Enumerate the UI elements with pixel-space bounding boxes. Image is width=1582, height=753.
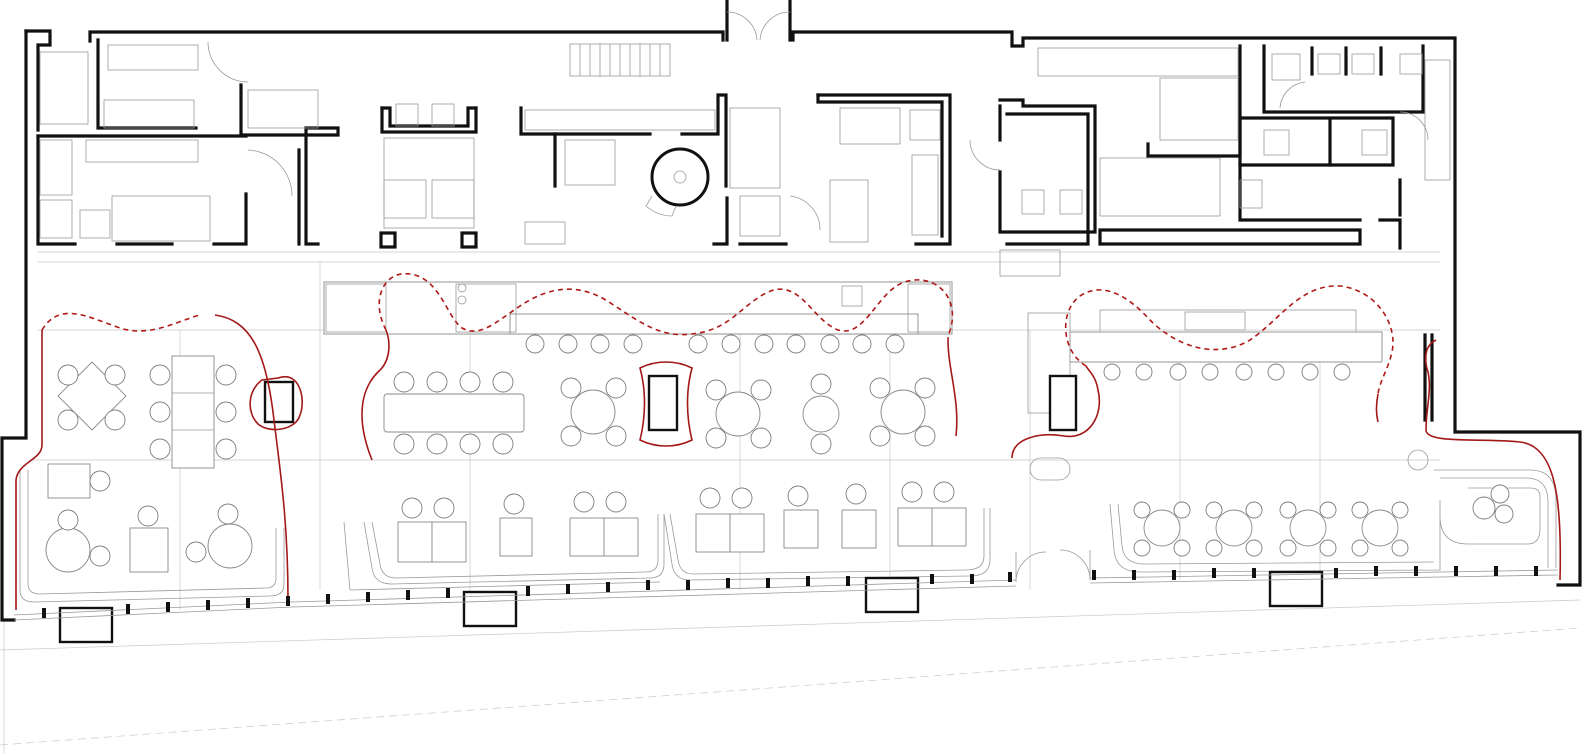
central-long-table xyxy=(383,371,525,455)
round-table-1 xyxy=(560,377,627,447)
main-entry-door xyxy=(725,0,792,42)
interior-columns xyxy=(263,374,1078,432)
round-table-3 xyxy=(802,373,840,455)
left-dining-zone xyxy=(19,355,285,603)
kitchen-walls xyxy=(36,38,952,249)
banquette-right xyxy=(1029,449,1557,573)
right-service-walls xyxy=(998,44,1425,250)
facade-door xyxy=(1015,549,1091,583)
round-pillar-room xyxy=(645,147,710,217)
exterior-walls xyxy=(0,29,1582,622)
bar-stools-main xyxy=(525,334,905,354)
kitchen-equipment xyxy=(39,41,1451,245)
right-bar-counter xyxy=(999,249,1383,414)
facade-mullions xyxy=(42,566,1538,618)
round-table-4 xyxy=(869,377,936,447)
facade-columns xyxy=(13,569,1559,644)
round-table-2 xyxy=(705,379,772,449)
bar-stools-right xyxy=(1103,363,1351,381)
banquette-center xyxy=(343,481,991,591)
main-bar-counter xyxy=(323,281,953,335)
site-lines xyxy=(0,599,1581,753)
red-curtain-partitions xyxy=(15,272,1562,610)
